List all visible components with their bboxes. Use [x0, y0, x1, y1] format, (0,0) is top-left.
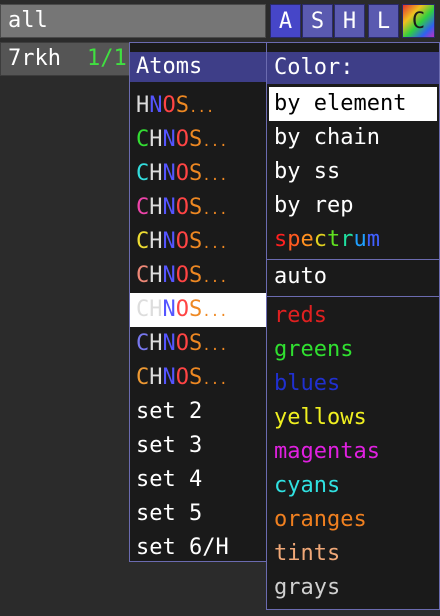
color-scheme-item[interactable]: by ss	[274, 159, 341, 184]
atoms-color-item[interactable]: HNOS...	[130, 89, 267, 123]
atoms-set-item[interactable]: set 2	[130, 395, 267, 429]
all-objects-row[interactable]: all	[0, 4, 266, 38]
atoms-color-item-text: CHNOS...	[136, 127, 228, 152]
hide-button[interactable]: H	[334, 4, 365, 38]
color-group-item[interactable]: oranges	[274, 507, 367, 532]
menu-divider	[267, 296, 439, 297]
atoms-set-item[interactable]: set 5	[130, 497, 267, 531]
color-group-item[interactable]: greens	[274, 337, 354, 362]
atoms-color-item[interactable]: CHNOS...	[130, 123, 267, 157]
atoms-color-item-text: CHNOS...	[136, 365, 228, 390]
atoms-set-label: set 3	[136, 433, 203, 458]
color-group-item[interactable]: tints	[274, 541, 341, 566]
atoms-color-item-text: CHNOS...	[136, 195, 228, 220]
atoms-color-item[interactable]: CHNOS...	[130, 327, 267, 361]
atoms-menu-title: Atoms	[130, 52, 267, 82]
color-group-item[interactable]: reds	[274, 303, 327, 328]
color-menu: Color: by element by chain by ss by rep spec…	[266, 42, 440, 610]
color-scheme-item[interactable]: by element	[269, 87, 437, 121]
menu-divider	[267, 259, 439, 260]
atoms-color-item-text: HNOS...	[136, 93, 215, 118]
atoms-color-item[interactable]: CHNOS...	[130, 293, 267, 327]
atoms-color-item[interactable]: CHNOS...	[130, 361, 267, 395]
color-spectrum-item[interactable]: spectrum	[274, 227, 380, 252]
atoms-set-label: set 5	[136, 501, 203, 526]
color-group-item[interactable]: grays	[274, 575, 341, 600]
atoms-set-label: set 4	[136, 467, 203, 492]
atoms-color-item-text: CHNOS...	[136, 229, 228, 254]
atoms-color-item-text: CHNOS...	[136, 263, 228, 288]
atoms-set-label: set 2	[136, 399, 203, 424]
color-scheme-item[interactable]: by chain	[274, 125, 380, 150]
atoms-set-item[interactable]: set 4	[130, 463, 267, 497]
atoms-color-item[interactable]: CHNOS...	[130, 157, 267, 191]
atoms-color-item[interactable]: CHNOS...	[130, 225, 267, 259]
atoms-color-item-text: CHNOS...	[136, 331, 228, 356]
color-group-item[interactable]: blues	[274, 371, 341, 396]
action-button[interactable]: A	[270, 4, 301, 38]
color-auto-item[interactable]: auto	[274, 264, 327, 289]
show-button[interactable]: S	[302, 4, 333, 38]
atoms-color-item-text: CHNOS...	[136, 161, 228, 186]
atoms-color-item[interactable]: CHNOS...	[130, 259, 267, 293]
label-button[interactable]: L	[368, 4, 399, 38]
atoms-set-item[interactable]: set 6/H	[130, 531, 267, 565]
color-group-item[interactable]: magentas	[274, 439, 380, 464]
color-button[interactable]: C	[402, 4, 435, 38]
object-state: 1/1	[87, 46, 127, 71]
all-label: all	[8, 8, 48, 33]
object-name: 7rkh	[8, 46, 61, 71]
atoms-menu: Atoms HNOS... CHNOS... CHNOS... CHNOS... CHN…	[129, 42, 268, 562]
atoms-set-item[interactable]: set 3	[130, 429, 267, 463]
atoms-color-item-text: CHNOS...	[136, 297, 228, 322]
color-scheme-item[interactable]: by rep	[274, 193, 354, 218]
color-group-item[interactable]: yellows	[274, 405, 367, 430]
atoms-set-label: set 6/H	[136, 535, 229, 560]
atoms-color-item[interactable]: CHNOS...	[130, 191, 267, 225]
color-group-item[interactable]: cyans	[274, 473, 341, 498]
color-menu-title: Color:	[267, 52, 439, 84]
